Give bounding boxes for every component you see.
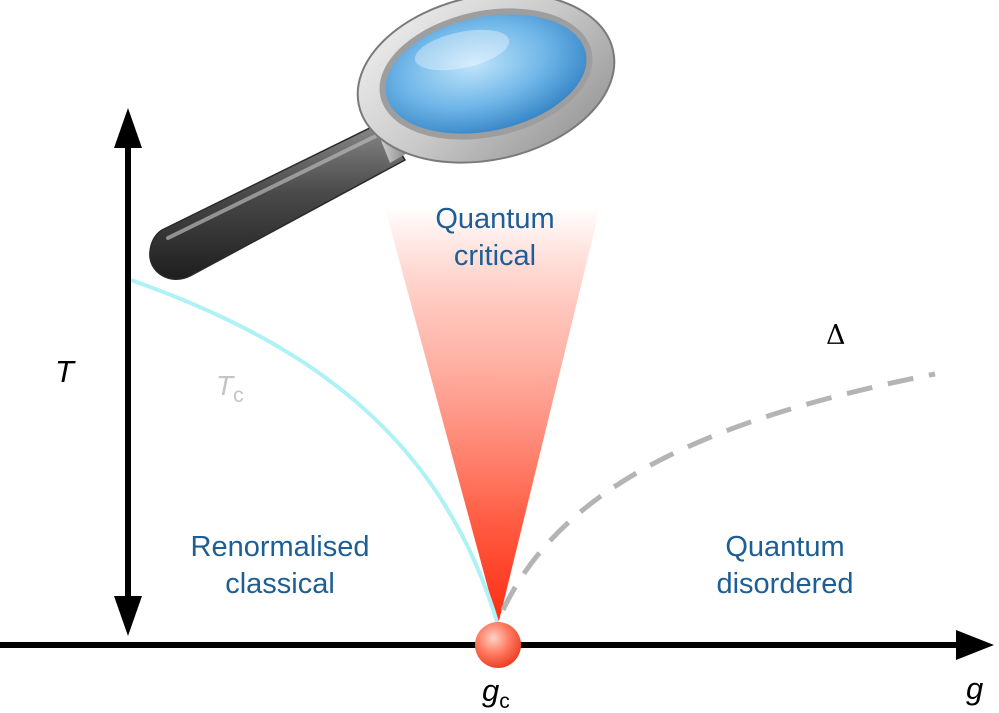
- critical-point-label: gc: [482, 673, 510, 713]
- tc-curve: [130, 278, 500, 626]
- tc-subscript: c: [233, 384, 244, 407]
- tc-curve-label: Tc: [216, 370, 244, 407]
- gap-curve: [500, 371, 936, 612]
- gap-label: Δ: [826, 320, 846, 351]
- magnifier-icon: [149, 0, 616, 281]
- g-axis-label: g: [966, 671, 984, 706]
- tc-symbol: T: [216, 370, 234, 401]
- t-axis-label: T: [55, 354, 74, 389]
- critical-point: [475, 622, 521, 668]
- t-axis-arrow-top: [114, 108, 142, 148]
- critical-point-symbol: g: [482, 673, 500, 708]
- quantum-disordered-label: Quantum disordered: [716, 531, 854, 600]
- renormalised-classical-label: Renormalised classical: [190, 531, 370, 600]
- critical-point-subscript: c: [499, 690, 510, 713]
- quantum-critical-label: Quantum critical: [435, 203, 555, 272]
- quantum-critical-fan: [385, 208, 600, 625]
- g-axis-arrow: [956, 630, 994, 660]
- t-axis-arrow-bottom: [114, 596, 142, 636]
